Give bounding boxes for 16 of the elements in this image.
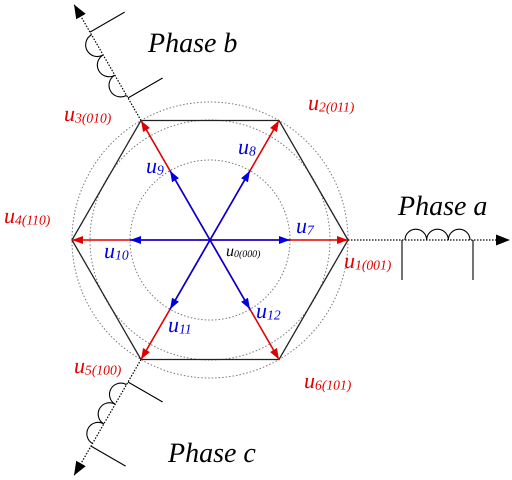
vector-label: u$_{8}$ xyxy=(238,136,256,158)
vector-label: u$_{11}$ xyxy=(168,314,192,336)
vector-label: u$_{4(110)}$ xyxy=(4,205,50,227)
vector-label: u$_{0(000)}$ xyxy=(226,244,260,260)
phase-label: Phase b xyxy=(148,30,238,58)
vector-label: u$_{1(001)}$ xyxy=(344,250,392,272)
vector-label: u$_{7}$ xyxy=(296,215,314,237)
vector-label: u$_{10}$ xyxy=(104,240,129,262)
vector-label: u$_{6(101)}$ xyxy=(304,370,352,392)
vector-label: u$_{12}$ xyxy=(256,300,281,322)
vector-label: u$_{9}$ xyxy=(146,155,164,177)
vector-label: u$_{3(010)}$ xyxy=(64,103,112,125)
phase-label: Phase c xyxy=(168,440,256,468)
vector-label: u$_{2(011)}$ xyxy=(308,92,354,114)
vector-label: u$_{5(100)}$ xyxy=(74,355,122,377)
phase-label: Phase a xyxy=(398,193,488,221)
